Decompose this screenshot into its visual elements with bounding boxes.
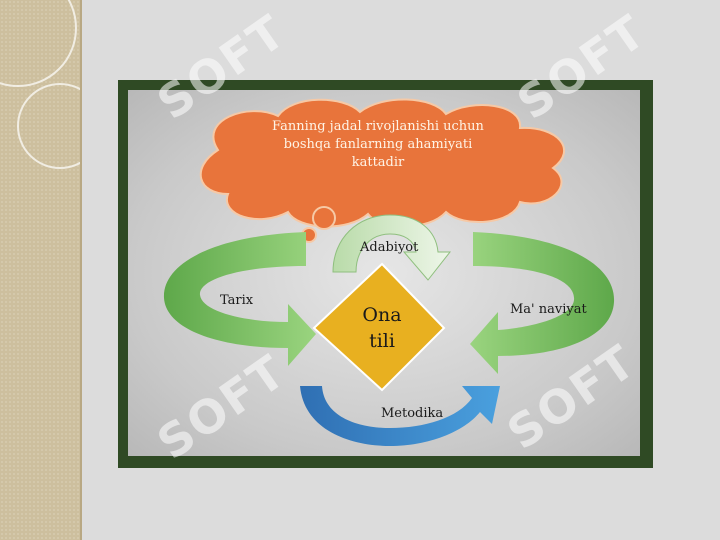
slide-image-frame: Fanning jadal rivojlanishi uchun boshqa … <box>118 80 653 468</box>
arrow-label-top: Adabiyot <box>360 240 419 255</box>
arrow-label-bottom: Metodika <box>381 406 444 421</box>
center-diamond <box>312 262 446 392</box>
cloud-text: Fanning jadal rivojlanishi uchun boshqa … <box>272 119 484 170</box>
center-label: Ona tili <box>362 304 402 352</box>
slide-sidebar <box>0 0 82 540</box>
arrow-label-right: Ma' naviyat <box>510 302 587 317</box>
arrow-label-left: Tarix <box>220 293 254 308</box>
bottom-blue-arrow <box>300 386 500 446</box>
right-green-arrow <box>470 232 615 374</box>
thought-cloud <box>199 98 565 243</box>
sidebar-circles-decoration <box>0 0 80 169</box>
diagram-graphic <box>163 98 615 446</box>
left-green-arrow <box>163 232 316 366</box>
diagram-panel: Fanning jadal rivojlanishi uchun boshqa … <box>128 90 640 456</box>
top-light-arrow <box>332 214 452 281</box>
